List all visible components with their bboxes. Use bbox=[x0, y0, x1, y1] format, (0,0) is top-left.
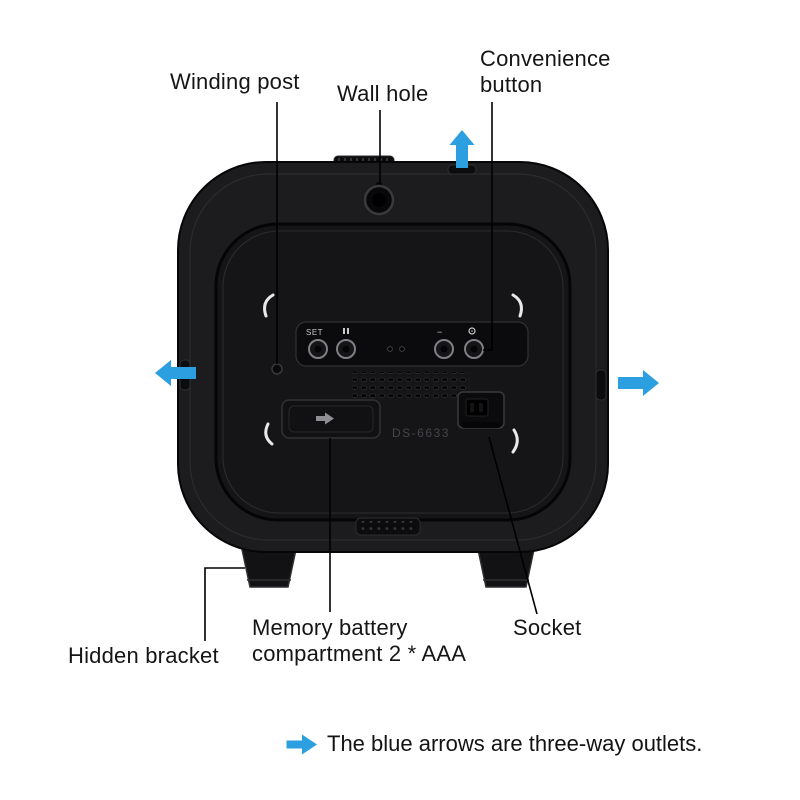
control-icon bbox=[343, 328, 349, 334]
wall-hole-label: Wall hole bbox=[337, 81, 429, 106]
battery-compartment-door bbox=[281, 399, 381, 439]
footnote: The blue arrows are three-way outlets. bbox=[286, 731, 702, 757]
right-arrow-icon bbox=[618, 370, 659, 396]
reflection-highlights bbox=[263, 293, 523, 454]
note-arrow-icon bbox=[286, 734, 317, 754]
alarm-icon bbox=[468, 327, 476, 335]
convenience-button-line bbox=[483, 102, 493, 351]
socket-label: Socket bbox=[513, 615, 582, 640]
body-groove bbox=[189, 173, 597, 541]
wall-hole bbox=[363, 182, 395, 216]
battery-door-arrow-icon bbox=[316, 412, 334, 425]
convenience-button bbox=[464, 339, 484, 359]
set-button bbox=[308, 339, 328, 359]
control-strip: SET − bbox=[295, 321, 529, 367]
winding-post bbox=[271, 363, 283, 375]
left-arrow-icon bbox=[155, 360, 196, 386]
bottom-vent bbox=[355, 517, 421, 536]
footnote-text: The blue arrows are three-way outlets. bbox=[327, 731, 703, 756]
mode-button bbox=[336, 339, 356, 359]
convenience-button-label: Convenience button bbox=[480, 46, 611, 97]
socket bbox=[457, 391, 505, 429]
screw-hole bbox=[387, 346, 393, 352]
set-label: SET bbox=[306, 328, 323, 337]
up-arrow-icon bbox=[449, 130, 475, 168]
socket-line bbox=[488, 436, 538, 615]
memory-battery-label: Memory battery compartment 2 * AAA bbox=[252, 615, 467, 666]
right-outlet-slot bbox=[595, 369, 607, 401]
screw-hole bbox=[399, 346, 405, 352]
hidden-bracket-line bbox=[204, 567, 245, 641]
hidden-bracket-label: Hidden bracket bbox=[68, 643, 219, 668]
outlet-arrows bbox=[155, 130, 659, 396]
speaker-grille bbox=[352, 372, 470, 400]
model-number: DS-6633 bbox=[392, 426, 450, 440]
callout-lines bbox=[204, 102, 538, 641]
minus-label: − bbox=[437, 327, 442, 337]
minus-button bbox=[434, 339, 454, 359]
inner-panel-highlight bbox=[222, 230, 564, 514]
winding-post-label: Winding post bbox=[170, 69, 300, 94]
